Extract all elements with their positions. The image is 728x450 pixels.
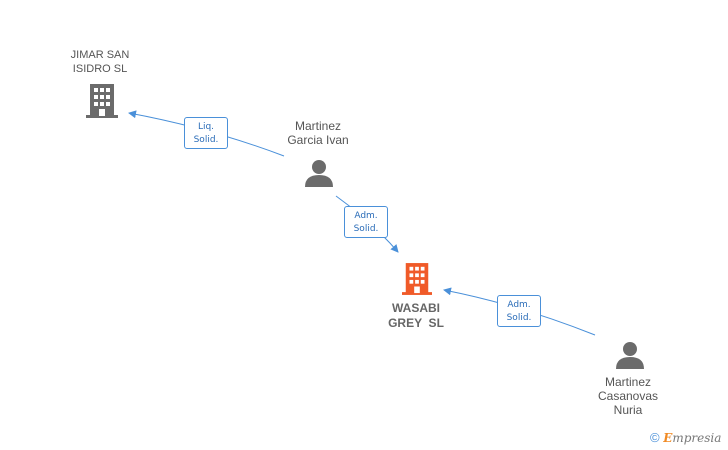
company-name-line: JIMAR SAN bbox=[70, 49, 130, 61]
copyright-footer: © Empresia bbox=[650, 430, 721, 445]
building-icon[interactable] bbox=[86, 84, 118, 118]
brand-logo[interactable]: Empresia bbox=[663, 431, 721, 445]
person-name-line: Garcia Ivan bbox=[287, 133, 349, 147]
company-name-line: GREY SL bbox=[388, 316, 444, 330]
edge-label-adm-solid[interactable]: Adm. Solid. bbox=[344, 206, 388, 238]
company-name-line: ISIDRO SL bbox=[72, 63, 128, 75]
company-name-line: WASABI bbox=[391, 301, 440, 315]
person-name-line: Casanovas bbox=[597, 389, 659, 403]
building-icon[interactable] bbox=[402, 262, 432, 296]
edge-label-liq-solid[interactable]: Liq. Solid. bbox=[184, 117, 228, 149]
person-icon[interactable] bbox=[305, 159, 333, 187]
edge-label-line: Solid. bbox=[506, 313, 532, 323]
person-icon[interactable] bbox=[616, 341, 644, 369]
edge-label-line: Liq. bbox=[197, 122, 215, 132]
company-label-jimar[interactable]: JIMAR SAN ISIDRO SL bbox=[71, 48, 130, 76]
edge-label-line: Adm. bbox=[354, 211, 378, 221]
person-name-line: Martinez bbox=[604, 375, 652, 389]
person-name-line: Martinez bbox=[294, 119, 342, 133]
edge-label-line: Solid. bbox=[353, 224, 379, 234]
edge-label-line: Adm. bbox=[507, 300, 531, 310]
edge-label-adm-solid[interactable]: Adm. Solid. bbox=[497, 295, 541, 327]
person-label-martinez-casanovas[interactable]: Martinez Casanovas Nuria bbox=[598, 375, 658, 417]
edge-label-line: Solid. bbox=[193, 135, 219, 145]
brand-initial: E bbox=[663, 431, 673, 445]
company-label-wasabi[interactable]: WASABI GREY SL bbox=[388, 301, 444, 331]
person-name-line: Nuria bbox=[613, 403, 643, 417]
copyright-symbol: © bbox=[650, 430, 660, 445]
person-label-martinez-garcia[interactable]: Martinez Garcia Ivan bbox=[287, 119, 348, 147]
brand-name: mpresia bbox=[672, 431, 722, 445]
